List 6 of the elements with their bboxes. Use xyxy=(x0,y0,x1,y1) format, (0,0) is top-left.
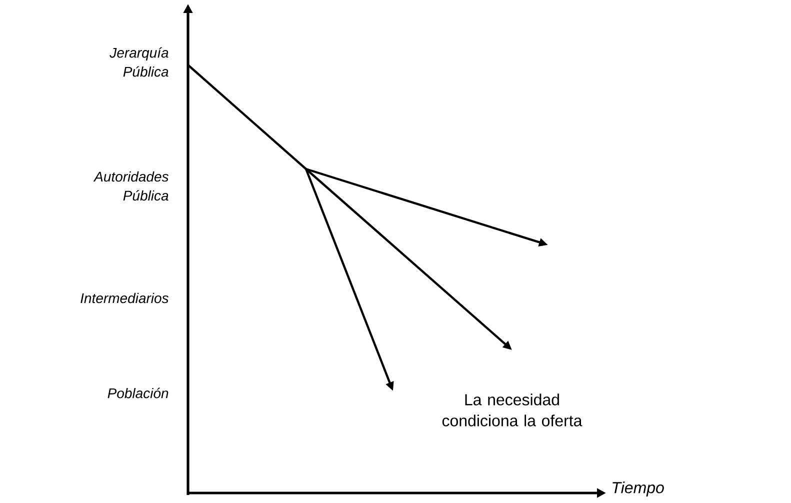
axis-label: Intermediarios xyxy=(80,292,168,304)
axis-label: Autoridades Pública xyxy=(93,171,168,201)
annotation-text: La necesidad condiciona la oferta xyxy=(442,394,582,426)
axis-label: Tiempo xyxy=(612,482,664,496)
axis-label: Población xyxy=(108,388,168,398)
axis-label: Jerarquía Pública xyxy=(110,47,168,77)
